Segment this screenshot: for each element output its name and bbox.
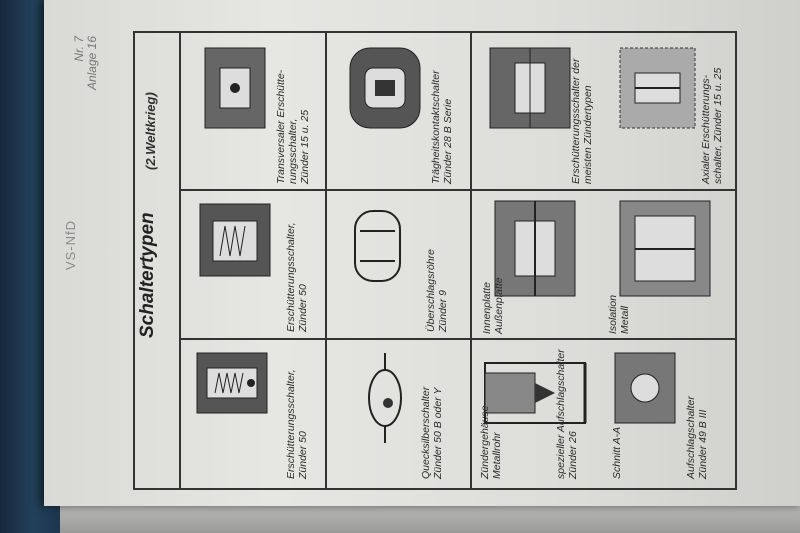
caption: Erschütterungsschalter, Zünder 50 [285, 369, 309, 479]
cell-r1c1: Erschütterungsschalter, Zünder 50 [185, 343, 320, 483]
cell-r1c2: Quecksilberschalter Zünder 50 B oder Y [330, 343, 465, 483]
cell-r1c3: Zündergehäuse Metallrohr spezieller Aufs… [475, 343, 600, 483]
caption: Isolation Metall [607, 294, 631, 334]
caption: Axialer Erschütterungs- schalter, Zünder… [700, 67, 724, 184]
grid-line [470, 33, 472, 488]
section-drawing [614, 352, 676, 424]
caption: Aufschlagschalter Zünder 49 B III [685, 396, 709, 479]
shock-switch-drawing [199, 203, 271, 277]
caption: Transversaler Erschütte- rungsschalter, … [275, 69, 311, 184]
caption: Quecksilberschalter Zünder 50 B oder Y [420, 386, 444, 479]
title-main: Schaltertypen [137, 212, 158, 338]
grid-line [325, 33, 327, 340]
caption: Überschlagsröhre Zünder 9 [425, 249, 449, 332]
impact-switch-drawing [484, 362, 587, 424]
inertia-switch-drawing [349, 47, 421, 129]
cell-r2c3: Innenplatte Außenplatte [475, 194, 600, 336]
common-shock-switch-drawing [489, 47, 571, 129]
title-sub: (2.Weltkrieg) [143, 92, 158, 170]
page-number: Nr. 7 Anlage 16 [72, 36, 99, 91]
cell-r3c3: Erschütterungsschalter der meisten Zünde… [475, 36, 600, 188]
cell-r2c2: Überschlagsröhre Zünder 9 [330, 194, 465, 336]
caption: Erschütterungsschalter der meisten Zünde… [570, 58, 594, 184]
cell-r2c1: Erschütterungsschalter, Zünder 50 [185, 194, 320, 336]
figure-table: Schaltertypen (2.Weltkrieg) Erschütterun… [133, 31, 737, 490]
grid-line [179, 338, 735, 340]
table-title: Schaltertypen (2.Weltkrieg) [135, 33, 177, 488]
caption-label-housing: Zündergehäuse Metallrohr [479, 405, 503, 479]
caption: Innenplatte Außenplatte [481, 277, 505, 334]
cell-r3c1: Transversaler Erschütte- rungsschalter, … [185, 36, 320, 188]
grid-line [179, 33, 181, 488]
caption-section: Schnitt A-A [611, 426, 623, 479]
caption: Erschütterungsschalter, Zünder 50 [285, 222, 309, 332]
cell-r1c4: Schnitt A-A Aufschlagschalter Zünder 49 … [605, 343, 730, 483]
cell-r3c2: Trägheitskontaktschalter Zünder 28 B Ser… [330, 36, 465, 188]
transversal-switch-drawing [204, 47, 266, 129]
mercury-switch-drawing [368, 353, 402, 443]
cell-r3c4: Axialer Erschütterungs- schalter, Zünder… [605, 36, 730, 188]
caption: Trägheitskontaktschalter Zünder 28 B Ser… [430, 70, 454, 184]
rotated-page-content: VS-NfD Nr. 7 Anlage 16 Schaltertypen (2.… [63, 30, 763, 500]
discharge-tube-drawing [354, 210, 401, 282]
cell-r2c4: Isolation Metall [605, 194, 730, 336]
shock-switch-drawing [196, 352, 268, 414]
classification-mark: VS-NfD [63, 219, 78, 270]
annex-label: Anlage 16 [85, 36, 99, 91]
grid-line [179, 189, 735, 191]
caption: spezieller Aufschlagschalter Zünder 26 [555, 349, 579, 479]
axial-switch-drawing [619, 47, 696, 129]
insulation-drawing [619, 200, 711, 297]
plate-switch-drawing [494, 200, 576, 297]
